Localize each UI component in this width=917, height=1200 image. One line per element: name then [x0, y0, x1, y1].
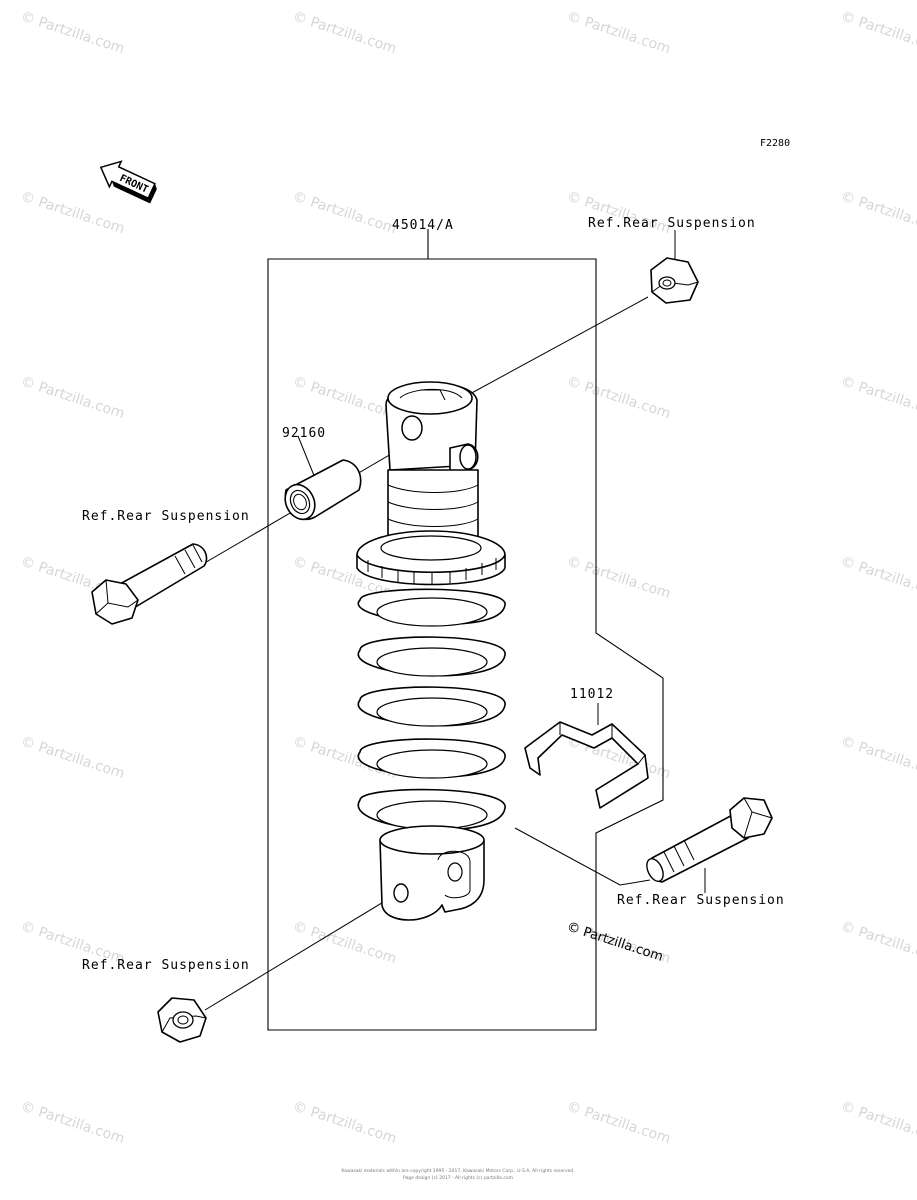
watermark-text: © Partzilla.com [565, 9, 673, 58]
ref-label-bottom-right: Ref.Rear Suspension [617, 893, 785, 908]
top-nut [650, 257, 699, 304]
watermark-text: © Partzilla.com [19, 374, 127, 423]
watermark-text: © Partzilla.com [839, 919, 917, 968]
bottom-nut-axis-line [204, 894, 396, 1011]
collar-leader [297, 435, 316, 479]
watermark-text: © Partzilla.com [291, 1099, 399, 1148]
front-arrow-icon: FRONT [99, 160, 157, 204]
watermark-text: © Partzilla.com [839, 189, 917, 238]
diagram-code: F2280 [760, 138, 790, 149]
collar-92160 [284, 459, 362, 521]
watermark-text: © Partzilla.com [19, 734, 127, 783]
watermark-text: © Partzilla.com [839, 554, 917, 603]
watermark-text: © Partzilla.com [565, 1099, 673, 1148]
watermark-text: © Partzilla.com [19, 189, 127, 238]
assembly-boundary [267, 258, 664, 1031]
ref-label-top-right: Ref.Rear Suspension [588, 216, 756, 231]
footer-line-2: Page design (c) 2017 - All rights (c) pa… [403, 1175, 513, 1181]
watermark-text: © Partzilla.com [839, 734, 917, 783]
copyright-mark: © Partzilla.com [565, 920, 665, 965]
shock-absorber [356, 381, 506, 921]
watermark-text: © Partzilla.com [19, 1099, 127, 1148]
watermark-text: © Partzilla.com [291, 9, 399, 58]
right-bolt-axis-line [514, 827, 651, 886]
coil-spring [357, 588, 506, 831]
watermark-text: © Partzilla.com [291, 374, 399, 423]
watermark-text: © Partzilla.com [839, 1099, 917, 1148]
ref-label-bottom-left: Ref.Rear Suspension [82, 958, 250, 973]
right-bolt [646, 797, 773, 883]
watermark-text: © Partzilla.com [839, 9, 917, 58]
assembly-part-number: 45014/A [392, 218, 454, 233]
bottom-nut [157, 997, 207, 1043]
watermark-text: © Partzilla.com [19, 9, 127, 58]
collar-part-number: 92160 [282, 426, 326, 441]
top-bolt-axis-line [467, 296, 649, 396]
clamp-11012 [524, 721, 649, 809]
ref-label-left: Ref.Rear Suspension [82, 509, 250, 524]
watermark-text: © Partzilla.com [839, 374, 917, 423]
watermark-text: © Partzilla.com [565, 374, 673, 423]
watermark-text: © Partzilla.com [291, 189, 399, 238]
left-bolt [91, 543, 208, 625]
footer-line-1: Kawasaki materials within are copyright … [341, 1168, 574, 1174]
watermark-text: © Partzilla.com [565, 554, 673, 603]
clamp-part-number: 11012 [570, 687, 614, 702]
